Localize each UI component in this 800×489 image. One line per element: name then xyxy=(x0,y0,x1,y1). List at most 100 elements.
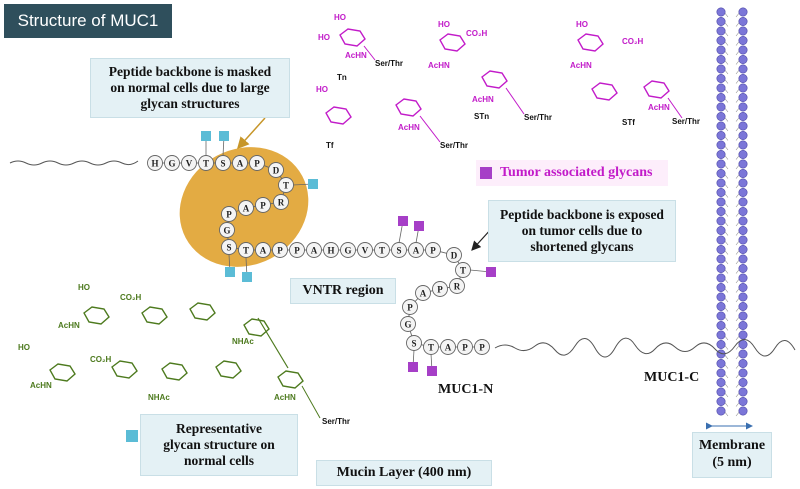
chem-label: CO₂H xyxy=(622,37,644,46)
left-wavy-chain xyxy=(9,160,139,166)
peptide-bond xyxy=(282,192,285,195)
exposed-line-1: Peptide backbone is exposed xyxy=(500,206,664,222)
peptide-bead: P xyxy=(249,155,265,171)
sugar-ring xyxy=(189,302,216,321)
representative-line-3: normal cells xyxy=(183,453,255,469)
sugar-ring xyxy=(277,370,304,389)
peptide-bead: T xyxy=(423,339,439,355)
peptide-bead: D xyxy=(446,247,462,263)
tumor-glycans-legend: Tumor associated glycans xyxy=(476,160,668,186)
page-title: Structure of MUC1 xyxy=(4,4,172,38)
peptide-bead: S xyxy=(215,155,231,171)
sugar-ring xyxy=(439,33,466,52)
peptide-bead-letter: G xyxy=(168,158,175,168)
peptide-bond xyxy=(279,175,283,180)
representative-line-1: Representative xyxy=(176,420,262,436)
peptide-bead: P xyxy=(221,206,237,222)
sugar-ring xyxy=(643,80,670,99)
chem-label: Ser/Thr xyxy=(440,141,468,150)
chem-label: CO₂H xyxy=(466,29,488,38)
chem-label: AcHN xyxy=(570,61,592,70)
sugar-ring xyxy=(577,33,604,52)
peptide-bead-letter: P xyxy=(430,245,436,255)
membrane-bilayer-icon xyxy=(716,7,748,417)
peptide-bead: T xyxy=(198,155,214,171)
chem-label: HO xyxy=(18,343,30,352)
peptide-bead-letter: S xyxy=(396,245,401,255)
peptide-bead: V xyxy=(357,242,373,258)
representative-line-2: glycan structure on xyxy=(163,436,275,452)
chem-label: HO xyxy=(438,20,450,29)
masked-line-3: glycan structures xyxy=(140,96,240,112)
glycan-square xyxy=(414,221,424,231)
chem-label: AcHN xyxy=(428,61,450,70)
chem-label: Ser/Thr xyxy=(322,417,350,426)
peptide-bead-letter: S xyxy=(411,338,416,348)
chem-label: AcHN xyxy=(398,123,420,132)
normal-glycan-square-icon xyxy=(126,430,138,442)
peptide-bead: A xyxy=(415,285,431,301)
chem-label: HO xyxy=(78,283,90,292)
peptide-bond xyxy=(235,210,240,212)
sugar-ring xyxy=(215,360,242,379)
chem-label: NHAc xyxy=(232,337,254,346)
peptide-bead-letter: D xyxy=(273,165,280,175)
peptide-bead-letter: A xyxy=(311,245,318,255)
peptide-bead: T xyxy=(278,177,294,193)
sugar-ring xyxy=(161,362,188,381)
right-wavy-chain xyxy=(494,337,796,358)
peptide-bead-letter: A xyxy=(260,245,267,255)
mucin-layer-label: Mucin Layer (400 nm) xyxy=(336,464,472,480)
peptide-bead: D xyxy=(268,162,284,178)
peptide-bead: H xyxy=(323,242,339,258)
peptide-bead-letter: V xyxy=(186,158,193,168)
sugar-ring xyxy=(111,360,138,379)
tumor-glycans-label: Tumor associated glycans xyxy=(500,165,653,180)
chem-label: CO₂H xyxy=(120,293,142,302)
peptide-bead: A xyxy=(306,242,322,258)
sugar-ring xyxy=(395,98,422,117)
peptide-bead: S xyxy=(391,242,407,258)
peptide-bead: G xyxy=(164,155,180,171)
peptide-bead: R xyxy=(449,278,465,294)
sugar-ring xyxy=(49,363,76,382)
peptide-bead: A xyxy=(232,155,248,171)
peptide-bead-letter: G xyxy=(223,225,230,235)
sugar-ring xyxy=(83,306,110,325)
peptide-bead: T xyxy=(455,262,471,278)
peptide-bead-letter: P xyxy=(437,284,443,294)
peptide-bond xyxy=(409,331,413,336)
glycan-square xyxy=(427,366,437,376)
peptide-bead: P xyxy=(402,299,418,315)
tn-label: Tn xyxy=(337,73,347,82)
chem-label: AcHN xyxy=(58,321,80,330)
peptide-bead: T xyxy=(374,242,390,258)
representative-glycan-box: Representative glycan structure on norma… xyxy=(140,414,298,476)
peptide-bead-letter: G xyxy=(404,319,411,329)
peptide-bead: G xyxy=(340,242,356,258)
membrane-box: Membrane (5 nm) xyxy=(692,432,772,478)
peptide-bead-letter: S xyxy=(226,242,231,252)
chem-label: NHAc xyxy=(148,393,170,402)
chem-label: Ser/Thr xyxy=(524,113,552,122)
pointer-arrow-icon xyxy=(236,117,266,150)
glycan-square xyxy=(219,131,229,141)
sugar-ring xyxy=(141,306,168,325)
peptide-bead-letter: P xyxy=(226,209,232,219)
tumor-glycan-square-icon xyxy=(480,167,492,179)
glycan-square xyxy=(308,179,318,189)
peptide-bead: A xyxy=(255,242,271,258)
peptide-bead-letter: T xyxy=(379,245,385,255)
peptide-bead-letter: D xyxy=(451,250,458,260)
peptide-bead-letter: V xyxy=(362,245,369,255)
peptide-bead-letter: P xyxy=(294,245,300,255)
peptide-bead: P xyxy=(474,339,490,355)
peptide-bead-letter: S xyxy=(220,158,225,168)
peptide-bead-letter: R xyxy=(278,197,285,207)
peptide-bead: A xyxy=(238,200,254,216)
chem-label: HO xyxy=(334,13,346,22)
chem-label: AcHN xyxy=(345,51,367,60)
vntr-label: VNTR region xyxy=(302,282,384,298)
peptide-bead: A xyxy=(408,242,424,258)
